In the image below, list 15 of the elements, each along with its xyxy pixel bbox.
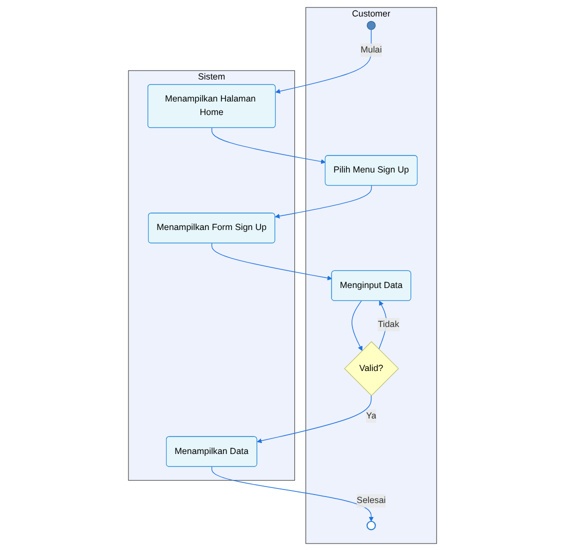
node-circle — [367, 20, 376, 30]
arrow — [352, 300, 363, 350]
node-circle — [366, 520, 376, 530]
arrow — [257, 394, 372, 443]
edge-label: Mulai — [361, 44, 382, 54]
edge-label: Selesai — [357, 495, 386, 505]
edge-label: Ya — [366, 410, 377, 420]
arrow — [276, 28, 372, 94]
arrow — [378, 300, 388, 350]
edge-label: Tidak — [378, 319, 400, 329]
node-diamond: Valid? — [344, 340, 400, 396]
arrow — [212, 127, 326, 164]
arrow — [275, 184, 372, 218]
arrow — [212, 466, 374, 522]
arrow — [212, 242, 333, 280]
